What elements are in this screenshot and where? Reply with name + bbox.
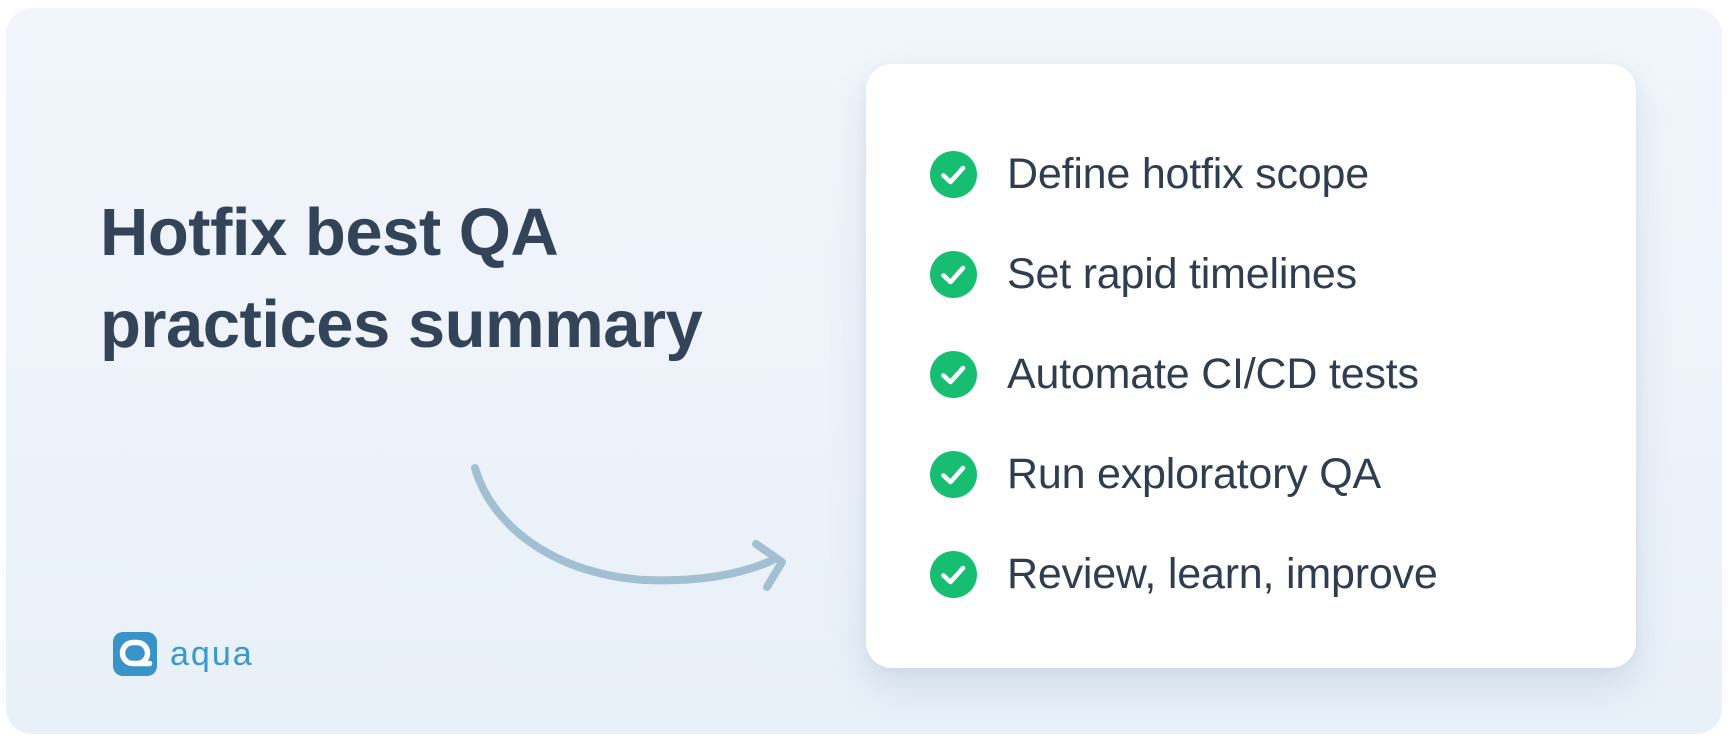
- curved-arrow-icon: [455, 425, 800, 600]
- checklist-item: Define hotfix scope: [930, 124, 1600, 224]
- checklist-item-label: Define hotfix scope: [1007, 149, 1369, 198]
- check-circle-icon: [930, 550, 977, 598]
- check-circle-icon: [930, 150, 977, 198]
- title-line-1: Hotfix best QA: [100, 195, 559, 270]
- title-line-2: practices summary: [100, 287, 703, 362]
- check-circle-icon: [930, 250, 977, 298]
- check-circle-icon: [930, 450, 977, 498]
- checklist-item: Run exploratory QA: [930, 424, 1600, 524]
- checklist-item: Set rapid timelines: [930, 224, 1600, 324]
- checklist-item-label: Run exploratory QA: [1007, 449, 1382, 498]
- aqua-logo-text: aqua: [170, 635, 254, 673]
- checklist-item-label: Set rapid timelines: [1007, 249, 1357, 298]
- checklist-item-label: Review, learn, improve: [1007, 549, 1438, 598]
- background-panel: Hotfix best QA practices summary Define …: [6, 8, 1722, 734]
- aqua-logo: aqua: [113, 632, 254, 676]
- checklist-item: Automate CI/CD tests: [930, 324, 1600, 424]
- checklist-card: Define hotfix scope Set rapid timelines …: [866, 64, 1636, 668]
- page-title: Hotfix best QA practices summary: [100, 187, 703, 371]
- check-circle-icon: [930, 350, 977, 398]
- checklist-item: Review, learn, improve: [930, 524, 1600, 624]
- checklist-item-label: Automate CI/CD tests: [1007, 349, 1419, 398]
- aqua-logo-icon: [113, 632, 157, 676]
- checklist: Define hotfix scope Set rapid timelines …: [930, 124, 1600, 624]
